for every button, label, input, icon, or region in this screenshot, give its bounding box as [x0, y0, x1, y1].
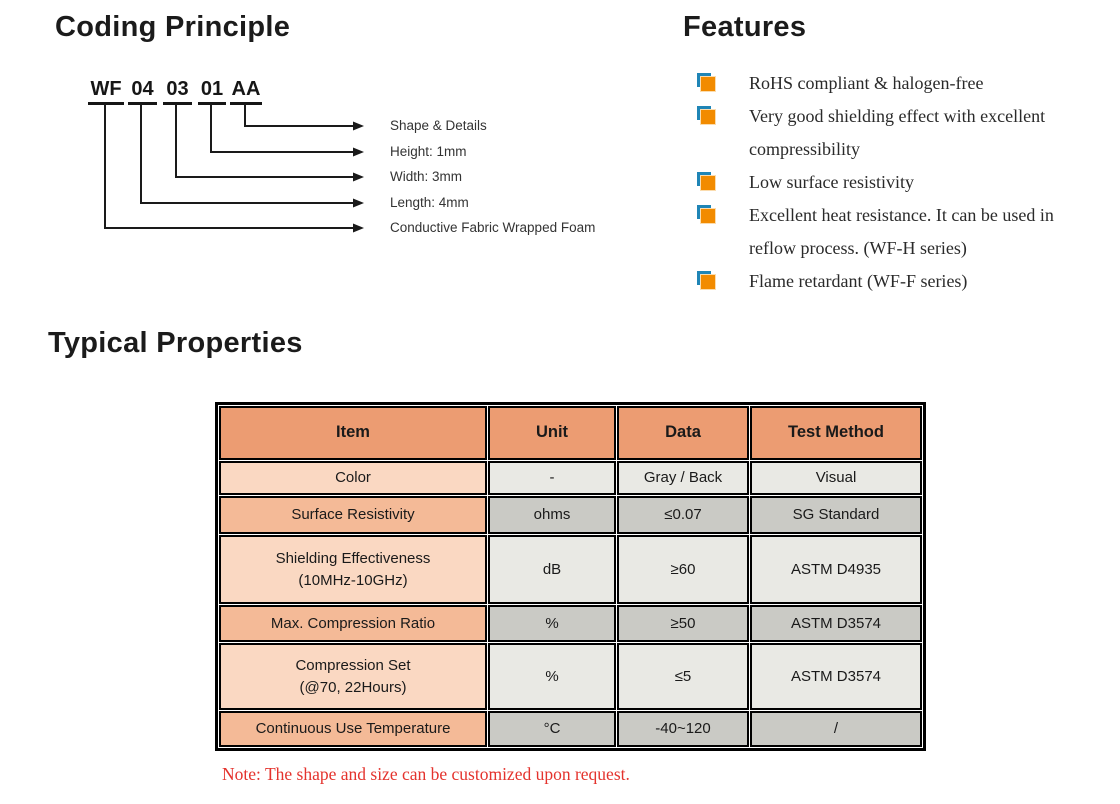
cell-test-method: SG Standard: [750, 496, 922, 534]
table-row: Shielding Effectiveness (10MHz-10GHz) dB…: [219, 535, 922, 604]
features-heading: Features: [683, 11, 807, 43]
cell-data: ≥60: [617, 535, 749, 604]
feature-item: RoHS compliant & halogen-free: [697, 67, 1097, 100]
code-segment-03: 03: [163, 78, 192, 105]
cell-data: ≤5: [617, 643, 749, 710]
cell-test-method: Visual: [750, 461, 922, 495]
table-row: Compression Set (@70, 22Hours) % ≤5 ASTM…: [219, 643, 922, 710]
cell-data: Gray / Back: [617, 461, 749, 495]
cell-data: ≤0.07: [617, 496, 749, 534]
typical-properties-table: Item Unit Data Test Method Color - Gray …: [215, 402, 926, 751]
feature-item: Low surface resistivity: [697, 166, 1097, 199]
header-data: Data: [617, 406, 749, 460]
square-bullet-icon: [697, 205, 718, 226]
cell-unit: ohms: [488, 496, 616, 534]
feature-text: Low surface resistivity: [749, 172, 914, 192]
cell-item: Compression Set (@70, 22Hours): [219, 643, 487, 710]
cell-unit: %: [488, 605, 616, 642]
cell-test-method: /: [750, 711, 922, 747]
cell-unit: dB: [488, 535, 616, 604]
square-bullet-icon: [697, 172, 718, 193]
cell-item: Max. Compression Ratio: [219, 605, 487, 642]
cell-test-method: ASTM D3574: [750, 643, 922, 710]
table-row: Color - Gray / Back Visual: [219, 461, 922, 495]
header-test-method: Test Method: [750, 406, 922, 460]
cell-item: Shielding Effectiveness (10MHz-10GHz): [219, 535, 487, 604]
code-segment-aa: AA: [230, 78, 262, 105]
feature-item: Excellent heat resistance. It can be use…: [697, 199, 1097, 265]
cell-item: Surface Resistivity: [219, 496, 487, 534]
coding-principle-heading: Coding Principle: [55, 11, 291, 43]
cell-data: -40~120: [617, 711, 749, 747]
cell-item: Continuous Use Temperature: [219, 711, 487, 747]
coding-connector-diagram: [104, 104, 364, 233]
cell-unit: °C: [488, 711, 616, 747]
square-bullet-icon: [697, 106, 718, 127]
cell-unit: %: [488, 643, 616, 710]
feature-item: Flame retardant (WF-F series): [697, 265, 1097, 298]
feature-text: Very good shielding effect with excellen…: [749, 106, 1046, 159]
cell-test-method: ASTM D4935: [750, 535, 922, 604]
cell-test-method: ASTM D3574: [750, 605, 922, 642]
cell-unit: -: [488, 461, 616, 495]
arrowheads: [353, 121, 364, 233]
table-header-row: Item Unit Data Test Method: [219, 406, 922, 460]
code-segment-wf: WF: [88, 78, 124, 105]
code-label-material: Conductive Fabric Wrapped Foam: [390, 220, 596, 235]
feature-item: Very good shielding effect with excellen…: [697, 100, 1097, 166]
table-row: Max. Compression Ratio % ≥50 ASTM D3574: [219, 605, 922, 642]
cell-data: ≥50: [617, 605, 749, 642]
code-label-length: Length: 4mm: [390, 195, 469, 210]
code-label-height: Height: 1mm: [390, 144, 467, 159]
table-row: Surface Resistivity ohms ≤0.07 SG Standa…: [219, 496, 922, 534]
header-unit: Unit: [488, 406, 616, 460]
feature-text: Flame retardant (WF-F series): [749, 271, 968, 291]
feature-text: Excellent heat resistance. It can be use…: [749, 205, 1054, 258]
square-bullet-icon: [697, 73, 718, 94]
code-label-shape: Shape & Details: [390, 118, 487, 133]
cell-item: Color: [219, 461, 487, 495]
header-item: Item: [219, 406, 487, 460]
code-segment-04: 04: [128, 78, 157, 105]
typical-properties-heading: Typical Properties: [48, 327, 303, 359]
features-list: RoHS compliant & halogen-free Very good …: [697, 67, 1097, 298]
customization-note: Note: The shape and size can be customiz…: [222, 764, 630, 784]
code-segment-01: 01: [198, 78, 226, 105]
table-row: Continuous Use Temperature °C -40~120 /: [219, 711, 922, 747]
feature-text: RoHS compliant & halogen-free: [749, 73, 984, 93]
square-bullet-icon: [697, 271, 718, 292]
code-label-width: Width: 3mm: [390, 169, 463, 184]
